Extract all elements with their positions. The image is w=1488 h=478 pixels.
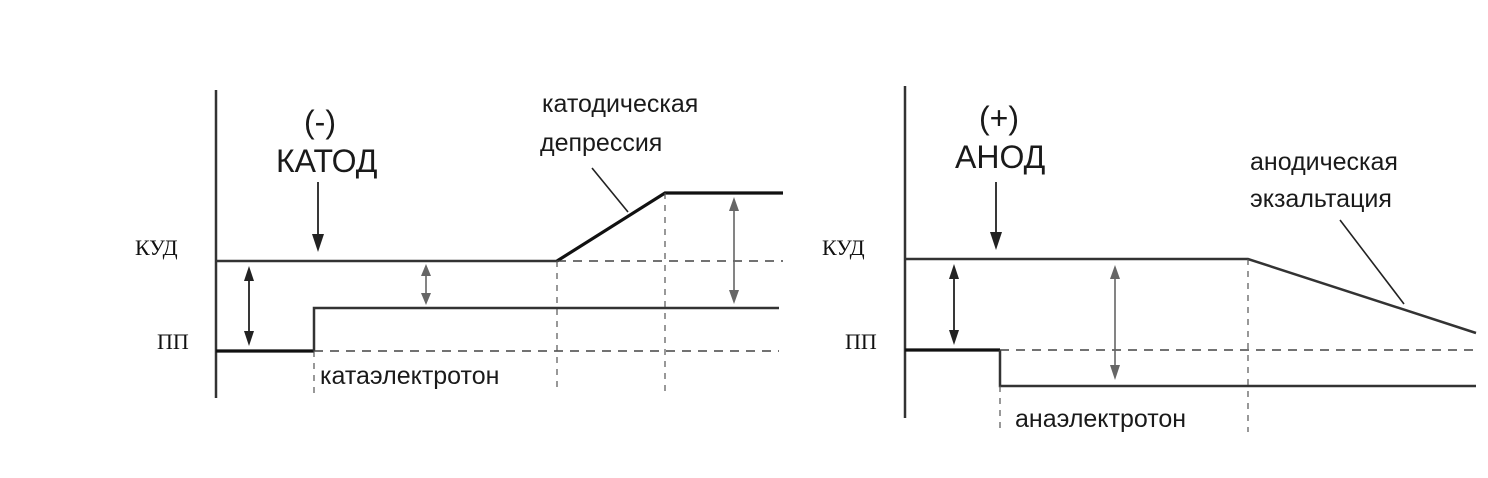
cathode-pp-label: ПП [157, 329, 189, 354]
cathode-stimulus-arrowhead [312, 234, 324, 252]
anode-pp-label: ПП [845, 329, 877, 354]
anode-electrode-label: АНОД [955, 139, 1046, 175]
cathode-depression-arrowhead-up [729, 197, 739, 211]
anode-polarity: (+) [979, 100, 1019, 136]
anode-stimulus-arrowhead [990, 232, 1002, 250]
cathode-threshold-arrowhead-down [244, 331, 254, 346]
anode-annotation-line2: экзальтация [1250, 185, 1392, 213]
anode-increased-arrowhead-up [1110, 265, 1120, 279]
cathode-panel: (-) КАТОД катодическая депрессия КУД ПП … [135, 90, 783, 398]
cathode-annotation-line2: депрессия [540, 129, 662, 157]
anode-region-label: анаэлектротон [1015, 405, 1186, 433]
cathode-pp-shifted-line [312, 306, 779, 351]
cathode-reduced-arrowhead-down [421, 293, 431, 305]
anode-panel: (+) АНОД анодическая экзальтация КУД ПП … [822, 86, 1477, 433]
cathode-polarity: (-) [304, 104, 336, 140]
cathode-annotation-line1: катодическая [542, 90, 698, 118]
cathode-depression-arrowhead-down [729, 290, 739, 304]
cathode-region-label: катаэлектротон [320, 362, 499, 390]
anode-kud-label: КУД [822, 235, 865, 260]
cathode-depression-line [556, 191, 783, 263]
cathode-reduced-arrowhead-up [421, 264, 431, 276]
anode-threshold-arrowhead-down [949, 330, 959, 345]
anode-kud-line [905, 257, 1477, 335]
cathode-annotation-leader [591, 167, 629, 213]
cathode-kud-label: КУД [135, 235, 178, 260]
anode-threshold-arrowhead-up [949, 264, 959, 279]
anode-increased-arrowhead-down [1110, 365, 1120, 380]
anode-annotation-leader [1339, 219, 1405, 305]
anode-annotation-line1: анодическая [1250, 148, 1398, 176]
cathode-threshold-arrowhead-up [244, 266, 254, 281]
cathode-electrode-label: КАТОД [276, 143, 378, 179]
anode-pp-shifted-line [998, 350, 1476, 388]
